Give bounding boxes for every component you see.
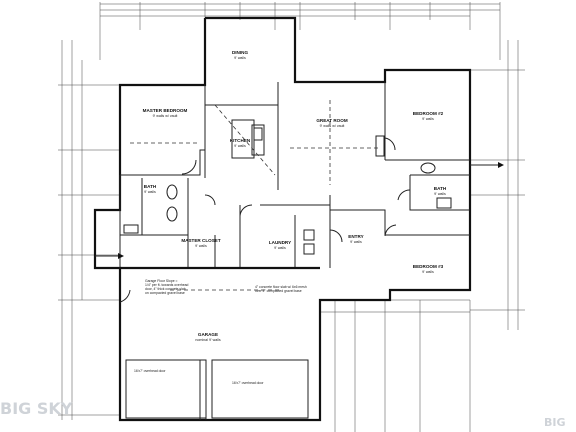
left-dimension-lines (58, 40, 120, 420)
room-bath-2: BATH 9' walls (434, 186, 447, 196)
watermark-brand: BIG SKY (0, 399, 73, 418)
room-master-bedroom-sub: 9' walls w/ vault (153, 114, 178, 118)
room-bedroom-2: BEDROOM #2 9' walls (413, 111, 444, 121)
room-great-room-sub: 9' walls w/ vault (320, 124, 345, 128)
room-master-closet: MASTER CLOSET 9' walls (181, 238, 220, 248)
room-master-bedroom-name: MASTER BEDROOM (143, 108, 188, 113)
room-entry: ENTRY 9' walls (348, 234, 363, 244)
room-bath-2-name: BATH (434, 186, 447, 191)
room-kitchen-name: KITCHEN (230, 138, 251, 143)
watermark-corner: BIG (544, 416, 566, 429)
garage-note-line-4: on compacted gravel base (145, 291, 185, 295)
room-laundry: LAUNDRY 9' walls (269, 240, 291, 250)
right-dimension-lines (470, 40, 525, 330)
garage-slab-line-2: over 4" compacted gravel base (255, 289, 302, 293)
room-master-closet-sub: 9' walls (195, 244, 207, 248)
room-master-closet-name: MASTER CLOSET (181, 238, 220, 243)
garage-door-left-label: 16'x7' overhead door (134, 369, 166, 373)
garage-slab-note: 4" concrete floor slab w/ 6x6 mesh over … (255, 285, 307, 293)
garage-slope-note: Garage Floor Slope = 1/4" per ft. toward… (145, 279, 189, 295)
watermark: BIG SKY BIG (0, 399, 566, 429)
room-bedroom-3: BEDROOM #3 9' walls (413, 264, 444, 274)
room-bath-master-name: BATH (144, 184, 157, 189)
room-bath-master-sub: 9' walls (144, 190, 156, 194)
garage-door-right-label: 16'x7' overhead door (232, 381, 264, 385)
room-great-room: GREAT ROOM 9' walls w/ vault (316, 118, 347, 128)
room-entry-name: ENTRY (348, 234, 363, 239)
room-dining-name: DINING (232, 50, 249, 55)
room-garage-name: GARAGE (198, 332, 218, 337)
room-bath-2-sub: 9' walls (434, 192, 446, 196)
room-master-bedroom: MASTER BEDROOM 9' walls w/ vault (143, 108, 188, 118)
room-bath-master: BATH 9' walls (144, 184, 157, 194)
room-bedroom-2-sub: 9' walls (422, 117, 434, 121)
bottom-dimension-lines (320, 299, 471, 432)
bath-fixtures (123, 127, 452, 255)
interior-walls (119, 82, 470, 270)
ceiling-lines (130, 100, 380, 291)
room-bedroom-3-sub: 9' walls (422, 270, 434, 274)
room-laundry-sub: 9' walls (274, 246, 286, 250)
room-bedroom-2-name: BEDROOM #2 (413, 111, 444, 116)
room-entry-sub: 9' walls (350, 240, 362, 244)
garage-doors (125, 359, 309, 420)
door-swings (119, 137, 411, 303)
garage-note-line-3: door, 4" thick concrete slab (145, 287, 186, 291)
room-dining: DINING 9' walls (232, 50, 249, 60)
room-laundry-name: LAUNDRY (269, 240, 291, 245)
garage-note-line-2: 1/4" per ft. towards overhead (145, 283, 189, 287)
room-garage-sub: nominal 9' walls (195, 338, 220, 342)
section-markers (95, 162, 504, 259)
garage-door-labels: 16'x7' overhead door 16'x7' overhead doo… (134, 369, 264, 385)
room-kitchen-sub: 9' walls (234, 144, 246, 148)
room-kitchen: KITCHEN 9' walls (230, 138, 251, 148)
top-dimension-lines (99, 2, 501, 60)
garage-note-line-1: Garage Floor Slope = (145, 279, 178, 283)
garage-slab-line-1: 4" concrete floor slab w/ 6x6 mesh (255, 285, 307, 289)
room-bedroom-3-name: BEDROOM #3 (413, 264, 444, 269)
room-dining-sub: 9' walls (234, 56, 246, 60)
room-great-room-name: GREAT ROOM (316, 118, 347, 123)
room-garage: GARAGE nominal 9' walls (195, 332, 220, 342)
